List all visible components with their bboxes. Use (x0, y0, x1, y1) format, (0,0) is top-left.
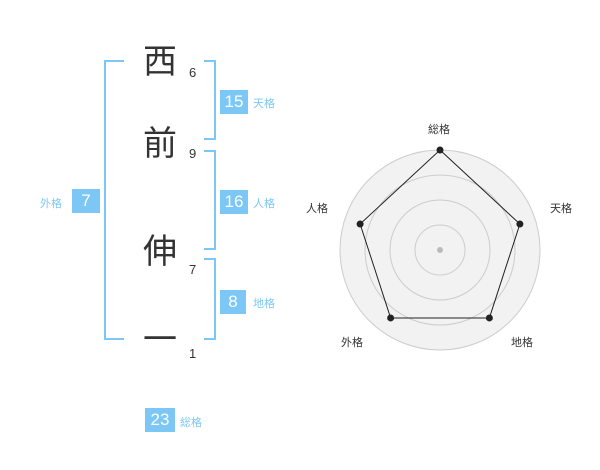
gaikaku-bracket (104, 60, 124, 340)
radar-axis-label-tenkaku: 天格 (550, 202, 572, 215)
soukaku-label: 総格 (180, 416, 202, 429)
soukaku-value-box: 23 (145, 408, 175, 432)
radar-axis-label-jinkaku: 人格 (306, 202, 328, 215)
radar-point-3 (485, 314, 493, 322)
radar-point-1 (436, 146, 444, 154)
jinkaku-label: 人格 (253, 197, 275, 210)
radar-ring (364, 174, 516, 326)
radar-center (437, 247, 443, 253)
radar-axis-label-gaikaku: 外格 (341, 336, 363, 349)
stroke-count-4: 1 (189, 346, 197, 361)
tenkaku-label: 天格 (253, 97, 275, 110)
jinkaku-value-box: 16 (220, 190, 248, 214)
chikaku-value-box: 8 (220, 290, 246, 314)
name-char-3: 伸 (143, 232, 177, 272)
name-char-1: 西 (143, 42, 177, 82)
gaikaku-value-box: 7 (72, 189, 100, 213)
radar-axis-label-chikaku: 地格 (511, 336, 533, 349)
radar-point-5 (356, 220, 364, 228)
chikaku-label: 地格 (253, 297, 275, 310)
radar-point-4 (387, 314, 395, 322)
tenkaku-bracket (204, 60, 216, 140)
gaikaku-label: 外格 (40, 197, 62, 210)
radar-outer-ring (339, 149, 541, 351)
stroke-count-2: 9 (189, 146, 197, 161)
chikaku-bracket (204, 258, 216, 340)
stroke-count-3: 7 (189, 262, 197, 277)
tenkaku-value-box: 15 (220, 90, 248, 114)
radar-ring (389, 199, 491, 301)
stroke-count-1: 6 (189, 65, 197, 80)
radar-series-polygon (359, 149, 521, 319)
radar-ring (414, 224, 466, 276)
name-char-2: 前 (143, 124, 177, 164)
jinkaku-bracket (204, 150, 216, 250)
name-char-4: 一 (143, 320, 177, 360)
radar-point-2 (516, 220, 524, 228)
radar-axis-label-soukaku: 総格 (428, 123, 450, 136)
